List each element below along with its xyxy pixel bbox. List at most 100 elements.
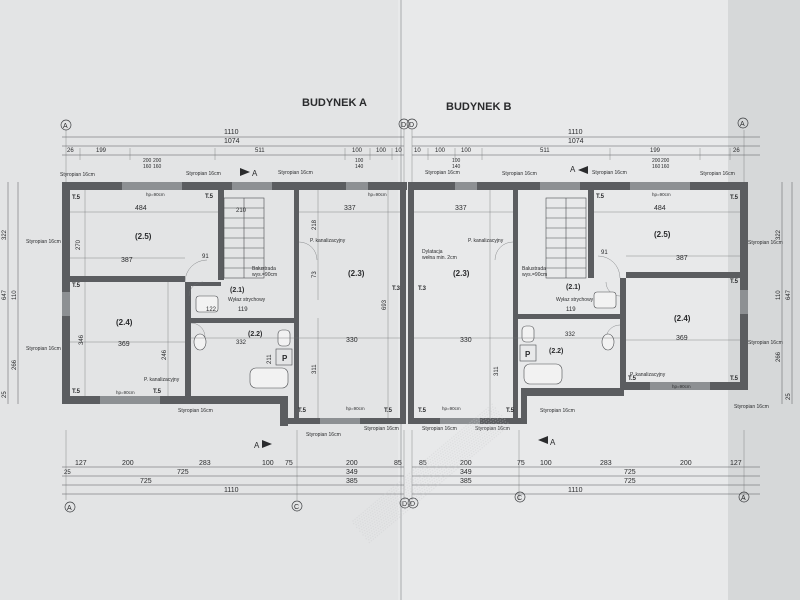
p-label-a: P bbox=[282, 354, 288, 363]
win-mark-200-160-c2: 160 bbox=[652, 164, 661, 170]
dim-top-right-1110: 1110 bbox=[568, 129, 583, 136]
axis-marker-d-top: D D bbox=[398, 118, 418, 130]
bdim-385b: 385 bbox=[460, 478, 472, 485]
bdim-85a: 85 bbox=[394, 460, 402, 467]
styropian-bottom-4: Styropian 16cm bbox=[422, 426, 457, 432]
t5-mark-8: T.5 bbox=[418, 408, 427, 414]
styropian-bottom-3: Styropian 16cm bbox=[364, 426, 399, 432]
building-b-walls bbox=[408, 182, 748, 424]
top-window-marks: 200 160 200 160 100 140 100 140 200 160 … bbox=[143, 158, 670, 170]
dim-100a-left: 100 bbox=[352, 148, 363, 154]
styropian-bottom-5: Styropian 16cm bbox=[475, 426, 510, 432]
axis-label-d-bottom-1: D bbox=[402, 501, 407, 508]
win-mark-100-140-b: 100 bbox=[452, 158, 461, 164]
bottom-dimension-lines bbox=[62, 430, 760, 500]
win-mark-200-160-d2: 160 bbox=[661, 164, 670, 170]
bdim-100r: 100 bbox=[540, 460, 552, 467]
axis-marker-a-bottom: A bbox=[64, 501, 76, 513]
dim-511-right: 511 bbox=[540, 148, 550, 154]
paper-sheet-right bbox=[398, 0, 728, 600]
dim-a-119: 119 bbox=[238, 307, 248, 313]
hp90-b-3: hp=90cm bbox=[672, 384, 691, 389]
dim-b-311: 311 bbox=[494, 366, 500, 376]
right-dim-322: 322 bbox=[776, 229, 782, 240]
styropian-side-a-1: Styropian 16cm bbox=[26, 239, 61, 245]
bdim-100: 100 bbox=[262, 460, 274, 467]
left-dim-322: 322 bbox=[2, 229, 8, 240]
section-b-bottom: A bbox=[550, 438, 556, 447]
t5-mark-2: T.5 bbox=[72, 283, 81, 289]
bdim-127: 127 bbox=[75, 460, 87, 467]
dim-199-right: 199 bbox=[650, 148, 661, 154]
balustrada-b-2: wys.=90cm bbox=[522, 272, 547, 278]
t5-mark-12: T.5 bbox=[730, 279, 739, 285]
dim-a-337: 337 bbox=[344, 205, 356, 212]
dim-10-left: 10 bbox=[395, 148, 402, 154]
balustrada-a: Balustrada bbox=[252, 266, 276, 272]
styropian-label-top-7: Styropian 16cm bbox=[700, 171, 735, 177]
win-mark-200-160-b: 200 bbox=[153, 158, 162, 164]
styropian-bottom-1: Styropian 16cm bbox=[178, 408, 213, 414]
bdim-25: 25 bbox=[64, 470, 71, 476]
t3-mark-2: T.3 bbox=[418, 286, 427, 292]
dim-a-122: 122 bbox=[206, 307, 217, 313]
hp90-a-2: hp=90cm bbox=[146, 192, 165, 197]
axis-label-c-bottom-right: C bbox=[517, 495, 522, 502]
dim-10-right: 10 bbox=[414, 148, 421, 154]
left-side-dims: 322 647 110 266 25 bbox=[2, 182, 19, 404]
wylaz-a: Wyłaz strychowy bbox=[228, 297, 266, 303]
dim-b-387: 387 bbox=[676, 255, 688, 262]
dim-a-91: 91 bbox=[202, 254, 209, 260]
right-dim-266: 266 bbox=[776, 351, 782, 362]
room-a-2-3: (2.3) bbox=[348, 269, 365, 278]
t3-mark-1: T.3 bbox=[392, 286, 401, 292]
win-mark-100-140-b2: 140 bbox=[452, 164, 461, 170]
axis-label-d-top-2: D bbox=[409, 122, 414, 129]
bdim-1110b: 1110 bbox=[568, 487, 583, 494]
left-dim-110: 110 bbox=[12, 290, 18, 300]
t5-mark-13: T.5 bbox=[730, 376, 739, 382]
dylatacja-1: Dylatacja bbox=[422, 249, 443, 255]
axis-marker-a-top-right: A bbox=[737, 117, 749, 129]
win-mark-200-160-a2: 160 bbox=[143, 164, 152, 170]
dim-a-484: 484 bbox=[135, 205, 147, 212]
bdim-200r: 200 bbox=[680, 460, 692, 467]
dim-a-311: 311 bbox=[312, 364, 318, 374]
staircase-b bbox=[545, 197, 587, 279]
dim-a-332: 332 bbox=[236, 340, 247, 346]
styropian-side-b-1: Styropian 16cm bbox=[748, 240, 783, 246]
right-dim-25: 25 bbox=[786, 393, 792, 400]
win-mark-200-160-a: 200 bbox=[143, 158, 152, 164]
axis-label-c-bottom: C bbox=[294, 504, 299, 511]
p-kanal-b-1: P. kanalizacyjny bbox=[468, 238, 504, 244]
top-dimension-lines bbox=[62, 130, 760, 190]
dim-26-right: 26 bbox=[733, 148, 740, 154]
hp90-a-1: hp=90cm bbox=[368, 192, 387, 197]
dim-top-right-1074: 1074 bbox=[568, 138, 584, 145]
win-mark-100-140-a: 100 bbox=[355, 158, 364, 164]
bdim-127r: 127 bbox=[730, 460, 742, 467]
room-a-2-1: (2.1) bbox=[230, 287, 244, 294]
hp90-b-1: hp=90cm bbox=[442, 406, 461, 411]
dim-a-246: 246 bbox=[162, 349, 168, 360]
section-b-top: A bbox=[570, 165, 576, 174]
bdim-75b: 75 bbox=[517, 460, 525, 467]
styropian-side-b-2: Styropian 16cm bbox=[748, 340, 783, 346]
dim-top-left-1074: 1074 bbox=[224, 138, 240, 145]
dim-b-119: 119 bbox=[566, 307, 576, 313]
wall-type-marks: T.5 T.5 T.5 T.5 T.5 T.5 T.5 T.3 T.3 T.5 … bbox=[72, 194, 739, 414]
room-a-2-2: (2.2) bbox=[248, 331, 262, 338]
interior-dim-lines-a bbox=[70, 190, 400, 418]
room-b-2-5: (2.5) bbox=[654, 230, 671, 239]
room-a-2-5: (2.5) bbox=[135, 232, 152, 241]
right-side-dims: 322 647 110 266 25 bbox=[776, 182, 793, 404]
styropian-label-top-4: Styropian 16cm bbox=[425, 170, 460, 176]
bdim-725b: 725 bbox=[624, 469, 636, 476]
t5-mark-3: T.5 bbox=[72, 389, 81, 395]
axis-label-a-bottom: A bbox=[67, 505, 72, 512]
dim-a-369: 369 bbox=[118, 341, 130, 348]
dim-a-211: 211 bbox=[267, 354, 273, 364]
bdim-200a: 200 bbox=[122, 460, 134, 467]
building-a-walls bbox=[62, 182, 407, 426]
